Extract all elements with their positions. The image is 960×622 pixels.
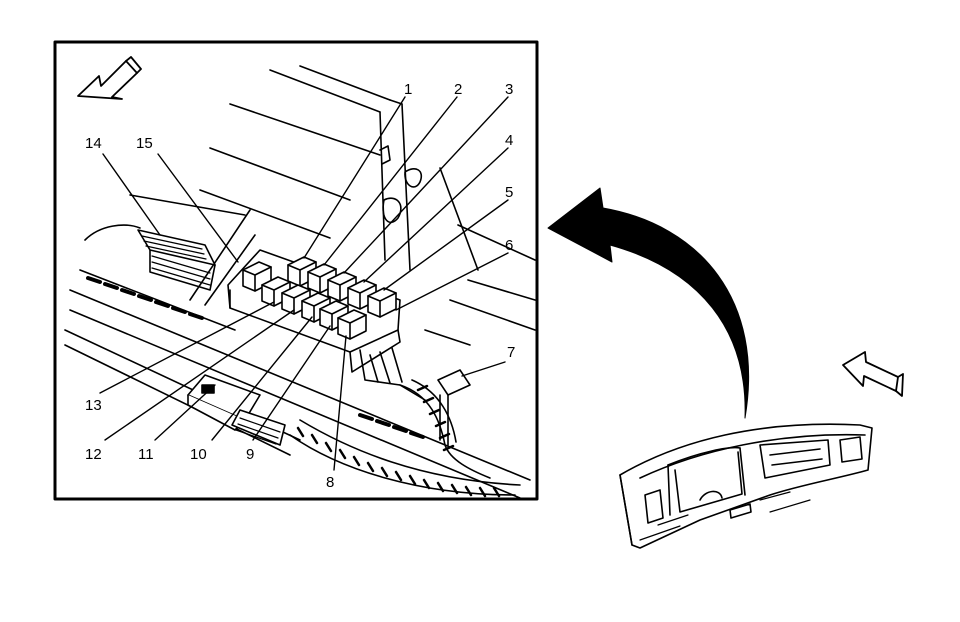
callout-3: 3 (505, 81, 513, 98)
callout-8: 8 (326, 474, 334, 491)
panel-structure (129, 65, 536, 346)
heat-sink-module (84, 224, 216, 291)
callout-14: 14 (85, 135, 102, 152)
callout-labels: 1 2 3 4 5 6 7 8 9 10 11 12 13 14 15 (85, 81, 515, 491)
callout-2: 2 (454, 81, 462, 98)
callout-9: 9 (246, 446, 254, 463)
wiring-harness (289, 369, 521, 498)
callout-1: 1 (404, 81, 412, 98)
callout-13: 13 (85, 397, 102, 414)
callout-4: 4 (505, 132, 513, 149)
relay-row-front (242, 261, 367, 340)
forward-arrow-icon (842, 351, 904, 397)
lower-rails (64, 269, 531, 499)
callout-10: 10 (190, 446, 207, 463)
leader-lines (99, 96, 509, 471)
callout-15: 15 (136, 135, 153, 152)
forward-arrow-icon (77, 56, 142, 100)
callout-5: 5 (505, 184, 513, 201)
instrument-panel-overview (619, 423, 873, 549)
callout-6: 6 (505, 237, 513, 254)
callout-11: 11 (138, 446, 154, 463)
callout-12: 12 (85, 446, 102, 463)
connector-module (187, 374, 286, 446)
curved-arrow-icon (547, 187, 750, 419)
relay-row-back (287, 256, 397, 318)
callout-7: 7 (507, 344, 515, 361)
detail-inset-frame (53, 40, 539, 501)
